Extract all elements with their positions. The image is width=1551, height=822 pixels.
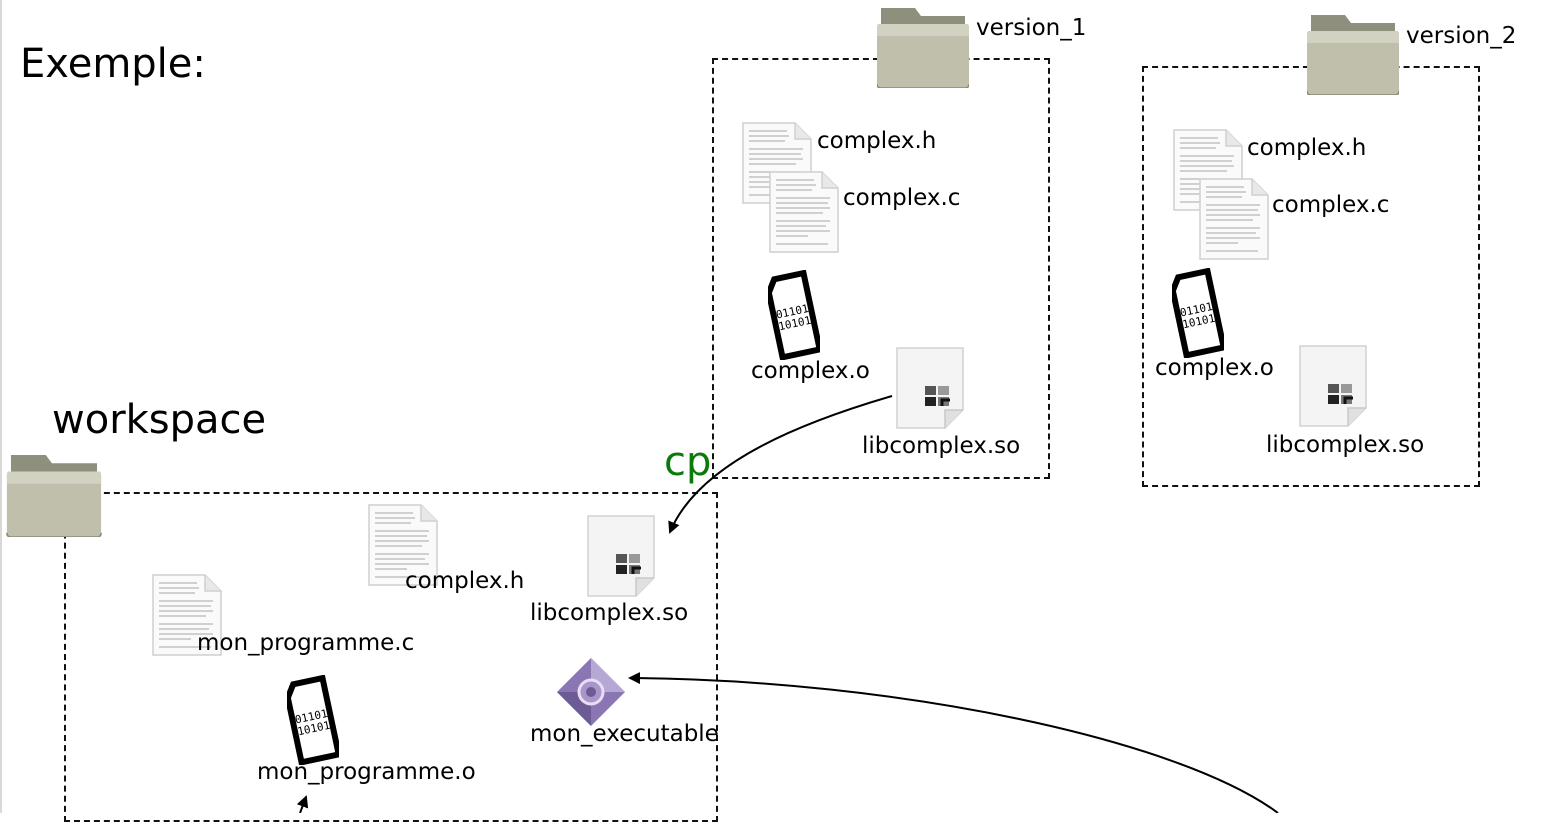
workspace-mon-programme-o-label: mon_programme.o [257, 759, 476, 785]
version-1-complex-c-label: complex.c [843, 185, 961, 211]
link-arrow [628, 672, 1279, 813]
copy-arrow [668, 395, 893, 534]
left-edge-divider [0, 0, 2, 813]
workspace-mon-programme-c-label: mon_programme.c [197, 630, 415, 656]
version-1-folder-label: version_1 [976, 15, 1087, 41]
workspace-title: workspace [52, 397, 267, 443]
workspace-mon-executable-label: mon_executable [530, 721, 719, 747]
version-1-complex-o-label: complex.o [751, 358, 870, 384]
copy-command-label: cp [664, 439, 712, 485]
version-2-complex-h-label: complex.h [1247, 135, 1367, 161]
version-2-folder-label: version_2 [1406, 23, 1517, 49]
version-2-complex-o-label: complex.o [1155, 355, 1274, 381]
page-heading: Exemple: [20, 41, 206, 87]
compile-arrow [296, 795, 309, 813]
version-2-complex-c-label: complex.c [1272, 192, 1390, 218]
version-2-libcomplex-so-label: libcomplex.so [1266, 432, 1425, 458]
workspace-libcomplex-so-label: libcomplex.so [530, 600, 689, 626]
workspace-complex-h-label: complex.h [405, 568, 525, 594]
version-1-libcomplex-so-label: libcomplex.so [862, 433, 1021, 459]
version-1-complex-h-label: complex.h [817, 128, 937, 154]
